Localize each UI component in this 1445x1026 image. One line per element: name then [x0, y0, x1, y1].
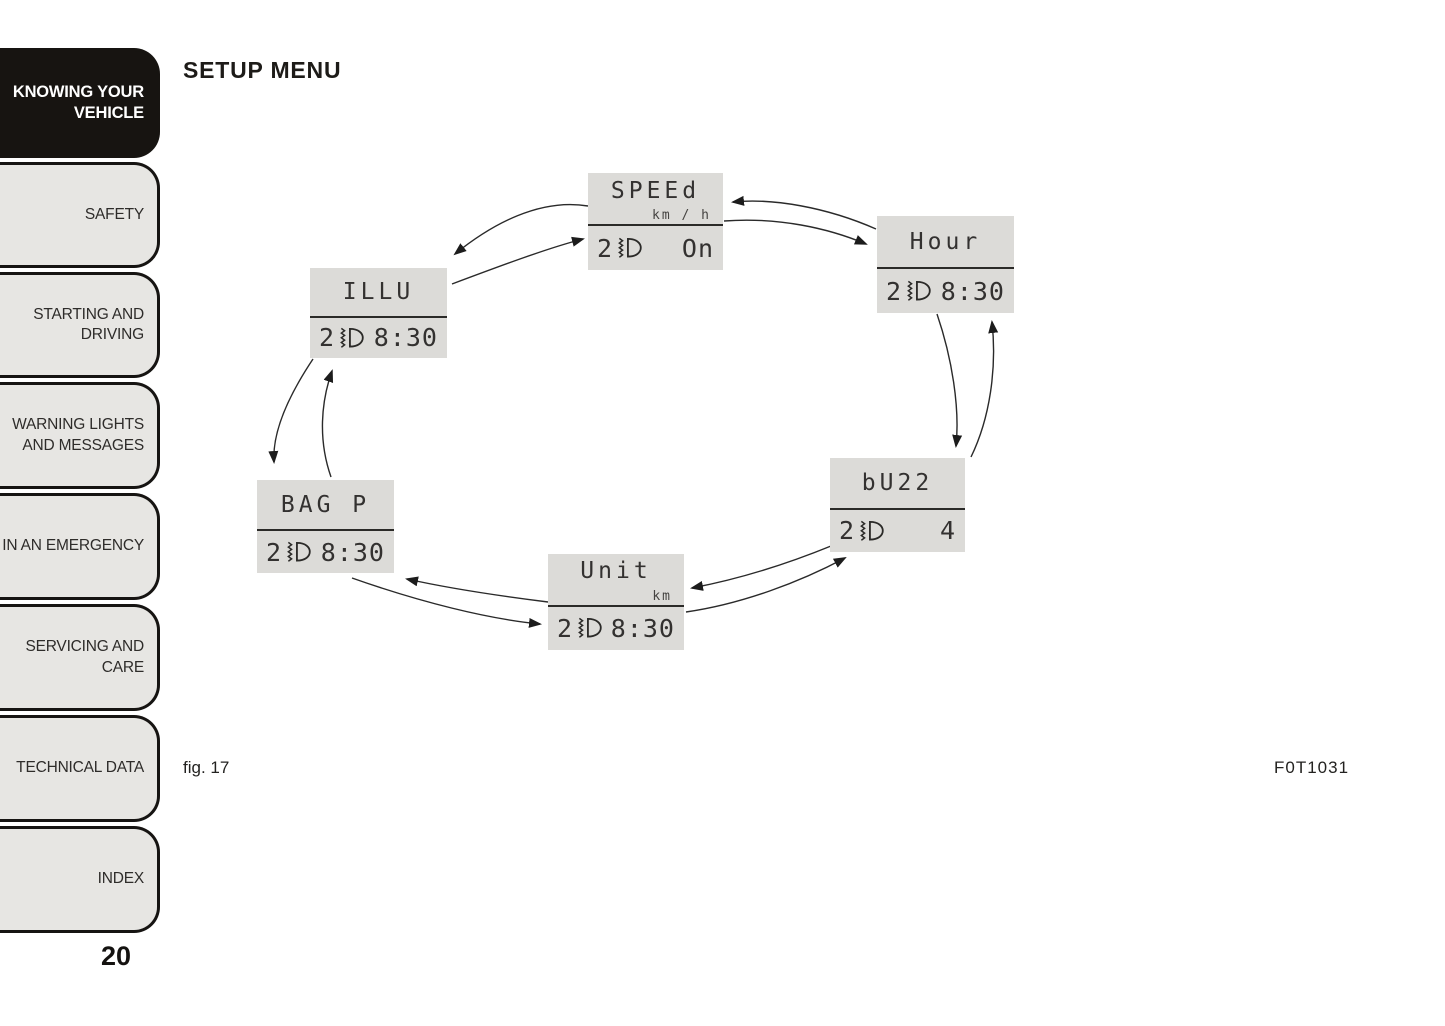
instrument-lighting-icon — [340, 327, 364, 348]
lcd-label-section: bU22 — [830, 458, 965, 508]
arrow-illu-to-speed — [451, 236, 585, 285]
tab-label: SERVICING AND CARE — [25, 638, 144, 676]
arrow-unit-to-bagp — [405, 576, 549, 603]
setup-item-speed: SPEEd km / h 2 On — [588, 173, 723, 270]
instrument-lighting-icon — [860, 520, 884, 541]
lcd-value: 8:30 — [320, 537, 385, 567]
lcd-prefix: 2 — [886, 276, 902, 306]
arrow-buzz-to-hour — [970, 320, 999, 458]
arrow-hour-to-speed — [731, 195, 877, 230]
figure-caption: fig. 17 — [183, 758, 230, 777]
arrow-speed-to-illu — [453, 203, 589, 256]
tab-label: SAFETY — [84, 205, 144, 223]
arrow-unit-to-buzz — [685, 557, 847, 613]
lcd-unit-label: km / h — [652, 208, 711, 224]
sidebar-item-safety: SAFETY — [0, 162, 160, 268]
arrow-hour-to-buzz — [936, 313, 963, 448]
figure-code: F0T1031 — [1274, 758, 1350, 777]
sidebar-item-warning-lights: WARNING LIGHTS AND MESSAGES — [0, 382, 160, 489]
lcd-label: Hour — [909, 228, 982, 255]
lcd-status-left: 2 — [557, 614, 604, 643]
lcd-value: 8:30 — [940, 276, 1005, 306]
setup-item-illu: ILLU 2 8:30 — [310, 268, 447, 358]
instrument-lighting-icon — [618, 237, 642, 259]
lcd-value: On — [681, 233, 714, 263]
sidebar-item-servicing-and-care: SERVICING AND CARE — [0, 604, 160, 711]
tab-label: TECHNICAL DATA — [16, 759, 144, 777]
sidebar-item-technical-data: TECHNICAL DATA — [0, 715, 160, 822]
arrow-bagp-to-illu — [321, 369, 334, 478]
lcd-label-section: Hour — [877, 216, 1014, 267]
lcd-prefix: 2 — [319, 323, 335, 353]
instrument-lighting-icon — [907, 280, 931, 302]
lcd-label: ILLU — [342, 278, 415, 305]
lcd-prefix: 2 — [557, 613, 573, 643]
tab-label: STARTING AND DRIVING — [33, 305, 144, 343]
setup-item-hour: Hour 2 8:30 — [877, 216, 1014, 313]
page-title: SETUP MENU — [183, 57, 342, 84]
tab-label: KNOWING YOUR VEHICLE — [12, 82, 144, 122]
lcd-label: bU22 — [861, 469, 934, 496]
tab-label: INDEX — [97, 870, 145, 888]
arrow-bagp-to-unit — [351, 577, 542, 628]
tab-label: WARNING LIGHTS AND MESSAGES — [12, 416, 144, 454]
page-number: 20 — [100, 941, 132, 971]
instrument-lighting-icon — [287, 541, 311, 562]
arrow-speed-to-hour — [723, 219, 868, 245]
setup-item-buzzer: bU22 2 4 — [830, 458, 965, 552]
sidebar-item-index: INDEX — [0, 826, 160, 933]
lcd-status-section: 2 8:30 — [877, 267, 1014, 313]
lcd-label-section: Unit km — [548, 554, 684, 605]
lcd-status-section: 2 8:30 — [257, 529, 394, 573]
lcd-status-left: 2 — [319, 323, 366, 352]
lcd-value: 8:30 — [373, 323, 438, 353]
lcd-prefix: 2 — [266, 537, 282, 567]
lcd-status-section: 2 8:30 — [548, 604, 684, 650]
lcd-status-left: 2 — [839, 516, 886, 545]
lcd-status-left: 2 — [886, 277, 933, 306]
lcd-label: SPEEd — [610, 177, 701, 204]
lcd-prefix: 2 — [839, 516, 855, 546]
lcd-label-section: BAG P — [257, 480, 394, 529]
lcd-label: BAG P — [280, 491, 371, 518]
lcd-value: 8:30 — [610, 613, 675, 643]
lcd-status-left: 2 — [266, 538, 313, 567]
sidebar-item-starting-and-driving: STARTING AND DRIVING — [0, 272, 160, 378]
lcd-status-section: 2 4 — [830, 507, 965, 552]
lcd-label: Unit — [580, 558, 652, 585]
sidebar-item-knowing-your-vehicle: KNOWING YOUR VEHICLE — [0, 48, 160, 158]
lcd-prefix: 2 — [597, 233, 613, 263]
sidebar-item-in-an-emergency: IN AN EMERGENCY — [0, 493, 160, 600]
instrument-lighting-icon — [578, 618, 602, 639]
lcd-value: 4 — [939, 516, 956, 546]
setup-item-bag-p: BAG P 2 8:30 — [257, 480, 394, 573]
lcd-status-section: 2 On — [588, 224, 723, 270]
lcd-unit-label: km — [652, 588, 672, 604]
lcd-label-section: SPEEd km / h — [588, 173, 723, 224]
arrow-buzz-to-unit — [690, 545, 832, 591]
arrow-illu-to-bagp — [268, 358, 314, 464]
lcd-label-section: ILLU — [310, 268, 447, 316]
lcd-status-section: 2 8:30 — [310, 315, 447, 358]
setup-item-unit: Unit km 2 8:30 — [548, 554, 684, 650]
tab-label: IN AN EMERGENCY — [2, 537, 144, 555]
lcd-status-left: 2 — [597, 234, 644, 263]
